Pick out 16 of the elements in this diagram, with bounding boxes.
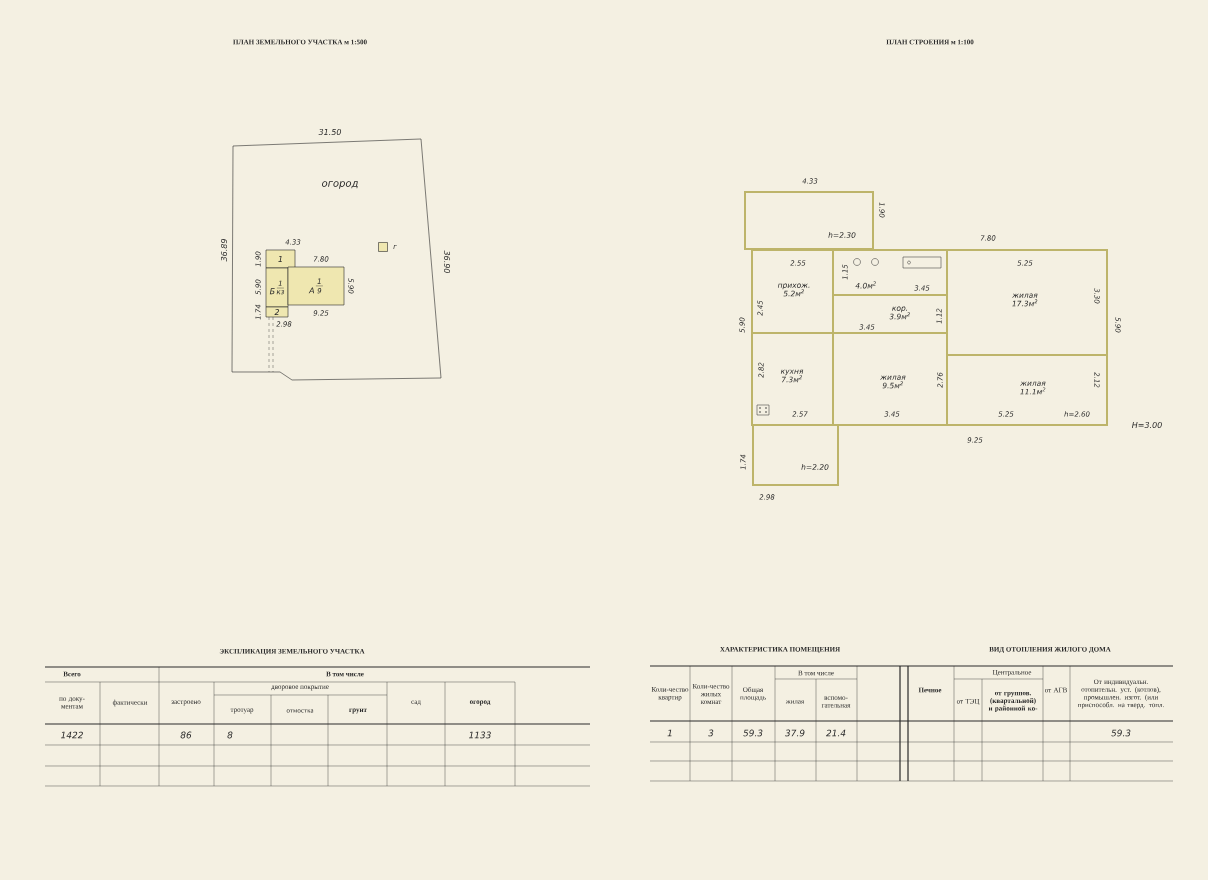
- table-value: 1: [667, 729, 672, 737]
- table-value: 59.3: [743, 729, 763, 737]
- table-value: 1422: [61, 731, 83, 739]
- table-value: 21.4: [826, 729, 846, 737]
- table-value: 3: [708, 729, 714, 737]
- table-value: 1133: [469, 731, 491, 739]
- building-block: 2: [265, 306, 289, 318]
- dimension-label: 36.90: [444, 250, 451, 274]
- table-value: 37.9: [785, 729, 805, 737]
- dimension-label: 36.89: [220, 239, 228, 262]
- building-block: 1: [265, 249, 296, 269]
- height-label: Н=3.00: [1131, 421, 1162, 428]
- table-value: 86: [180, 731, 192, 739]
- dimension-label: 31.50: [318, 128, 342, 135]
- table-value: 59.3: [1111, 729, 1131, 737]
- table-value: 8: [227, 731, 233, 739]
